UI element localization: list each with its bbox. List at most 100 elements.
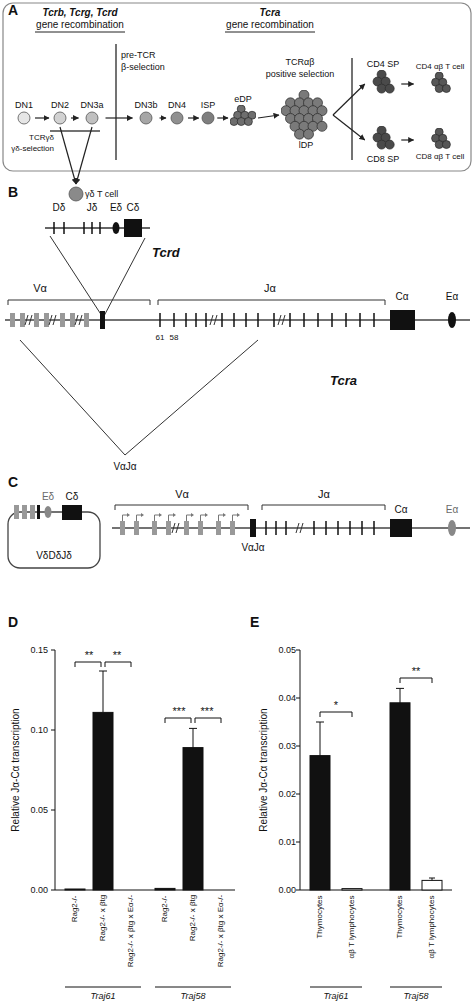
text-label: VαJα [241, 543, 264, 553]
text-label: B [8, 185, 18, 199]
j-segment [257, 313, 259, 327]
cell-node: DN3b [135, 101, 158, 125]
text-label: ** [412, 666, 421, 677]
panel-c-art-shape [14, 505, 19, 519]
cell-icon [230, 105, 256, 131]
transcription-arrow [205, 513, 208, 517]
panel-b-art-shape [158, 300, 385, 305]
cell-body [377, 84, 386, 93]
text-label: Traj61 [91, 992, 116, 1001]
cell-text: γδ T cell [85, 190, 118, 199]
cell-body [295, 129, 305, 139]
cell-body [377, 140, 386, 149]
panel-c-art-shape [390, 519, 412, 537]
chart-e-shape [316, 722, 324, 756]
panel-c-art-shape [112, 527, 470, 529]
text-label: VδDδJδ [36, 551, 72, 561]
j-segment [373, 313, 375, 327]
cell-body [317, 121, 327, 131]
arrow-connector [217, 117, 228, 118]
text-label: E [250, 615, 259, 629]
chart-e-shape [320, 712, 352, 717]
text-label: 0.15 [30, 646, 48, 655]
cell-body [171, 112, 183, 124]
cell-text: CD4 αβ T cell [416, 63, 465, 71]
text-label: Tcrd [152, 246, 180, 259]
text-label: C [8, 475, 18, 489]
cell-label: DN4 [168, 101, 186, 110]
cell-label: CD8 αβ T cell [416, 153, 465, 161]
cell-text: CD4 SP [367, 60, 400, 69]
panel-c-art-shape [8, 512, 100, 568]
arrow-connector [333, 84, 365, 115]
text-label: 0.05 [30, 806, 48, 815]
transcription-arrow [191, 513, 194, 517]
arrow-connector [401, 83, 413, 84]
panel-b-art-shape [104, 238, 145, 316]
j-segment [313, 521, 315, 535]
panel-b-art-shape [91, 222, 93, 234]
cell-label: DN3a [81, 101, 104, 110]
transcription-arrow [201, 515, 206, 521]
cell-node: ISP [201, 101, 216, 125]
cell-body [435, 141, 443, 149]
chart-d-shape [189, 728, 197, 748]
transcription-arrow [169, 515, 174, 521]
text-label: 0.03 [278, 742, 296, 751]
cell-node: CD8 αβ T cell [416, 128, 465, 161]
cell-label: ISP [201, 101, 216, 110]
text-label: Rag2-/- [71, 895, 79, 922]
text-label: Cδ [66, 492, 79, 502]
text-label: 0.04 [278, 694, 296, 703]
chart-e-shape [296, 842, 300, 843]
panel-b-art-shape [100, 311, 105, 329]
cell-icon [53, 111, 67, 125]
arrow-connector [258, 115, 279, 118]
text-label: gene recombination [36, 20, 124, 30]
text-label: 0.05 [278, 646, 296, 655]
text-label: Vα [33, 283, 47, 294]
cell-icon [170, 111, 184, 125]
cell-text: DN2 [51, 101, 69, 110]
text-label: Traj58 [404, 992, 429, 1001]
cell-node: eDP [230, 95, 256, 131]
text-label: A [8, 3, 18, 17]
text-label: VαJα [113, 462, 136, 472]
text-label: Tcra [260, 8, 281, 18]
cell-body [18, 112, 30, 124]
panel-a-art-shape [115, 44, 117, 160]
v-segment [70, 313, 75, 327]
text-label: positive selection [266, 70, 335, 79]
chart-d-shape [51, 650, 55, 651]
v-segment [44, 313, 49, 327]
j-segment [325, 521, 327, 535]
cell-icon [369, 70, 397, 98]
j-segment [285, 521, 287, 535]
chart-e-shape [390, 987, 442, 988]
chart-d-shape [99, 671, 107, 712]
arrow-connector [333, 115, 365, 140]
text-label: Rag2-/- x βtg x Eα-/- [127, 895, 135, 967]
chart-e-shape [296, 650, 300, 651]
cell-icon [369, 126, 397, 154]
text-label: Cα [395, 292, 408, 302]
arrow-connector [106, 117, 133, 118]
cell-icon [281, 90, 331, 140]
v-segment [134, 521, 139, 535]
arrow-connector [401, 139, 413, 140]
panel-a-art-shape [351, 58, 353, 160]
panel-b-art-shape [390, 310, 415, 330]
transcription-arrow [159, 513, 162, 517]
cell-label: DN2 [51, 101, 69, 110]
chart-e-shape [296, 890, 300, 891]
cell-body [202, 112, 214, 124]
text-label: Jα [318, 489, 330, 500]
cell-icon [428, 128, 452, 152]
panel-b-art-shape [53, 222, 55, 234]
panel-a-art-shape [225, 32, 315, 33]
panel-a-art-shape [50, 130, 100, 132]
chart-d-shape [155, 987, 231, 988]
text-label: Traj58 [181, 992, 206, 1001]
